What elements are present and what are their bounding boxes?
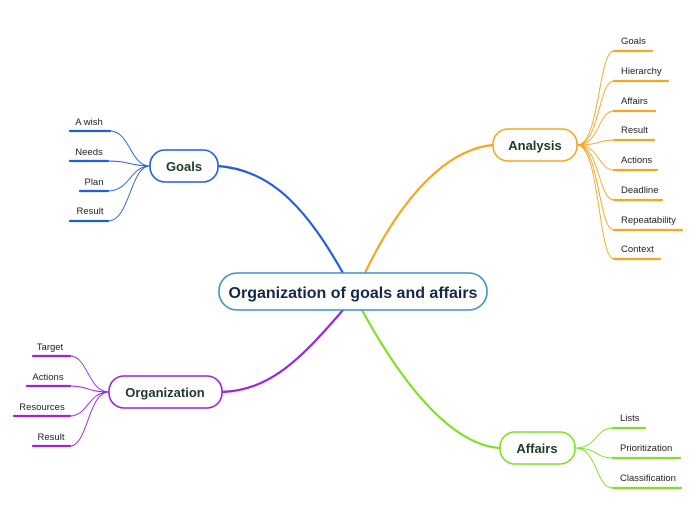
goals-item-result[interactable]: Result xyxy=(77,206,104,217)
analysis-item-affairs[interactable]: Affairs xyxy=(621,96,648,107)
affairs-sub-curve-2 xyxy=(574,447,614,489)
analysis-item-deadline[interactable]: Deadline xyxy=(621,185,659,196)
branch-organization[interactable]: Organization xyxy=(108,375,223,409)
analysis-sub-curve-2 xyxy=(576,110,615,146)
connector-organization xyxy=(220,308,345,394)
organization-sub-curve-1 xyxy=(69,385,110,393)
organization-subtopics: Target Actions Resources Result xyxy=(19,342,65,443)
connector-goals xyxy=(216,164,345,275)
analysis-sub-curve-5 xyxy=(576,144,615,201)
analysis-item-repeatability[interactable]: Repeatability xyxy=(621,215,676,226)
central-topic[interactable]: Organization of goals and affairs xyxy=(218,272,488,311)
branch-organization-label: Organization xyxy=(125,385,205,400)
branch-goals-box xyxy=(149,149,219,183)
organization-item-actions[interactable]: Actions xyxy=(32,372,63,383)
goals-sub-curve-3 xyxy=(107,165,151,222)
organization-sub-curve-2 xyxy=(69,391,110,417)
branch-goals-label: Goals xyxy=(166,159,202,174)
goals-sub-curve-1 xyxy=(107,160,151,167)
goals-sub-curve-0 xyxy=(109,130,151,167)
branch-goals[interactable]: Goals xyxy=(149,149,219,183)
analysis-item-context[interactable]: Context xyxy=(621,244,654,255)
connector-analysis xyxy=(363,143,495,275)
affairs-sub-curve-1 xyxy=(574,447,614,459)
affairs-sub-curve-0 xyxy=(574,427,614,449)
analysis-sub-curve-1 xyxy=(576,80,615,146)
analysis-sub-curve-0 xyxy=(576,50,615,146)
analysis-sub-curve-3 xyxy=(576,139,615,146)
affairs-item-classification[interactable]: Classification xyxy=(620,473,676,484)
organization-item-result[interactable]: Result xyxy=(38,432,65,443)
organization-item-resources[interactable]: Resources xyxy=(19,402,65,413)
central-topic-box xyxy=(218,272,488,311)
goals-item-needs[interactable]: Needs xyxy=(75,147,103,158)
goals-item-plan[interactable]: Plan xyxy=(84,177,103,188)
branch-analysis-box xyxy=(492,128,578,162)
affairs-subtopics: Lists Prioritization Classification xyxy=(620,413,676,484)
analysis-item-result[interactable]: Result xyxy=(621,125,648,136)
analysis-sub-curve-7 xyxy=(576,144,615,260)
branch-affairs-label: Affairs xyxy=(516,441,557,456)
branch-affairs[interactable]: Affairs xyxy=(499,431,576,465)
branch-analysis-label: Analysis xyxy=(508,138,561,153)
branch-organization-box xyxy=(108,375,223,409)
organization-sub-curve-0 xyxy=(69,355,110,393)
goals-sub-curve-2 xyxy=(107,165,151,192)
goals-subtopics: A wish Needs Plan Result xyxy=(75,117,104,217)
analysis-item-actions[interactable]: Actions xyxy=(621,155,652,166)
branch-analysis[interactable]: Analysis xyxy=(492,128,578,162)
affairs-item-lists[interactable]: Lists xyxy=(620,413,640,424)
analysis-item-goals[interactable]: Goals xyxy=(621,36,646,47)
branch-affairs-box xyxy=(499,431,576,465)
analysis-sub-curve-4 xyxy=(576,144,615,171)
connectors xyxy=(12,49,684,490)
analysis-subtopics: Goals Hierarchy Affairs Result Actions D… xyxy=(621,36,676,255)
affairs-item-prioritization[interactable]: Prioritization xyxy=(620,443,672,454)
organization-item-target[interactable]: Target xyxy=(37,342,64,353)
central-topic-label: Organization of goals and affairs xyxy=(229,285,478,302)
analysis-item-hierarchy[interactable]: Hierarchy xyxy=(621,66,662,77)
organization-sub-curve-3 xyxy=(69,391,110,447)
goals-item-a-wish[interactable]: A wish xyxy=(75,117,102,128)
connector-affairs xyxy=(360,308,502,450)
